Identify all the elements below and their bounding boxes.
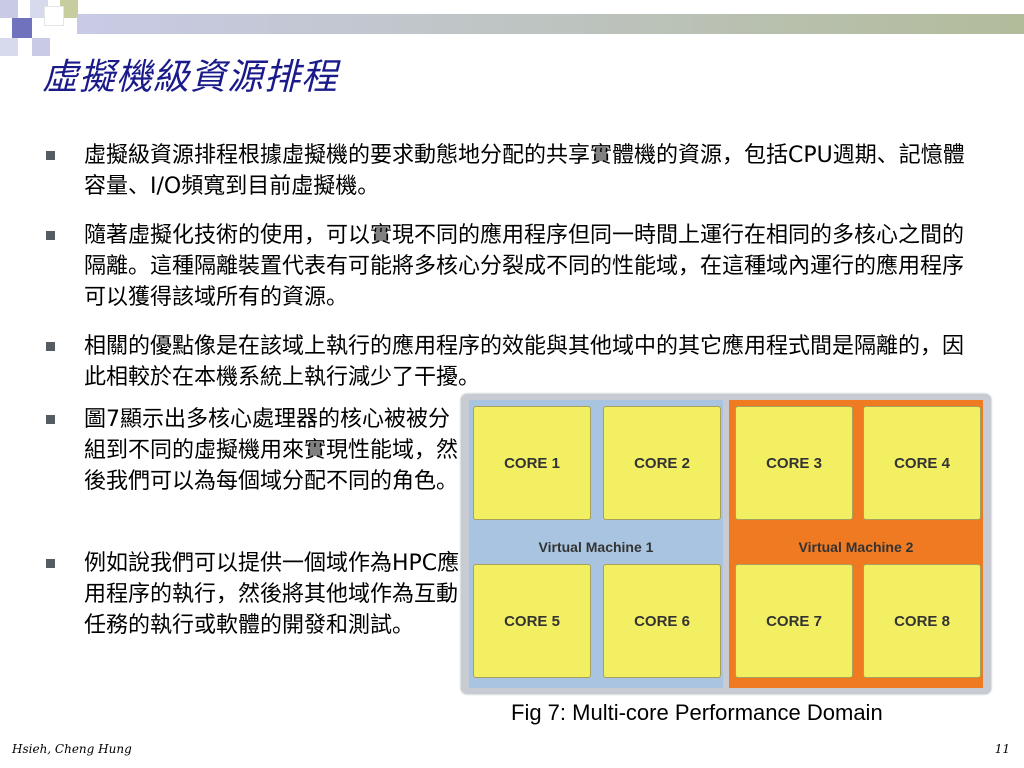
core-box: CORE 7 <box>735 564 853 678</box>
core-box: CORE 2 <box>603 406 721 520</box>
core-box: CORE 5 <box>473 564 591 678</box>
deco-square <box>30 0 48 18</box>
bullet-text: 圖7顯示出多核心處理器的核心被被分組到不同的虛擬機用來實現性能域，然後我們可以為… <box>84 407 459 494</box>
bullet-square-icon <box>46 151 55 160</box>
vm-label: Virtual Machine 2 <box>798 539 914 555</box>
core-box: CORE 3 <box>735 406 853 520</box>
page-number: 11 <box>994 742 1010 756</box>
deco-square <box>60 0 78 18</box>
deco-square <box>32 38 50 56</box>
slide-title: 虛擬機級資源排程 <box>42 57 339 98</box>
multicore-diagram: CORE 1 CORE 2 Virtual Machine 1 CORE 5 C… <box>461 394 991 694</box>
bullet-square-icon <box>46 415 55 424</box>
core-box: CORE 4 <box>863 406 981 520</box>
virtual-machine-1: CORE 1 CORE 2 Virtual Machine 1 CORE 5 C… <box>469 400 723 688</box>
bullet-square-icon <box>46 559 55 568</box>
deco-square <box>12 18 32 38</box>
deco-square <box>0 0 18 18</box>
figure-caption: Fig 7: Multi-core Performance Domain <box>511 700 883 725</box>
bullet-text: 例如說我們可以提供一個域作為HPC應用程序的執行，然後將其他域作為互動任務的執行… <box>84 551 460 638</box>
deco-square <box>44 6 64 26</box>
deco-square <box>0 38 18 56</box>
footer-author: Hsieh, Cheng Hung <box>12 742 132 756</box>
bullet-text: 虛擬級資源排程根據虛擬機的要求動態地分配的共享實體機的資源，包括CPU週期、記憶… <box>84 143 965 199</box>
core-box: CORE 1 <box>473 406 591 520</box>
bullet-text: 相關的優點像是在該域上執行的應用程序的效能與其他域中的其它應用程式間是隔離的，因… <box>84 334 965 390</box>
virtual-machine-2: CORE 3 CORE 4 Virtual Machine 2 CORE 7 C… <box>729 400 983 688</box>
bullet-square-icon <box>46 231 55 240</box>
header-bar <box>77 14 1024 34</box>
bullet-text: 隨著虛擬化技術的使用，可以實現不同的應用程序但同一時間上運行在相同的多核心之間的… <box>84 223 965 310</box>
vm-label: Virtual Machine 1 <box>538 539 654 555</box>
core-box: CORE 8 <box>863 564 981 678</box>
core-box: CORE 6 <box>603 564 721 678</box>
bullet-square-icon <box>46 342 55 351</box>
